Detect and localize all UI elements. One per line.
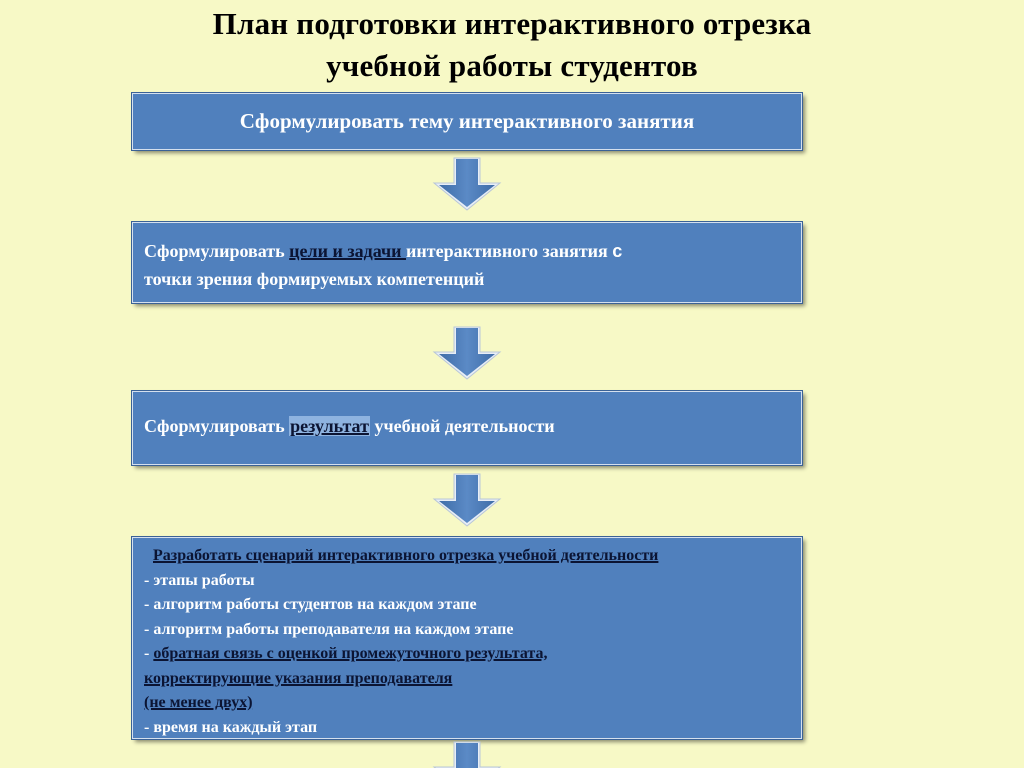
step-1-text: Сформулировать тему интерактивного занят… <box>239 109 695 133</box>
step-2-prefix: Сформулировать <box>144 241 290 261</box>
step-4-last-item: - время на каждый этап <box>144 718 318 736</box>
step-2-highlight: цели и задачи <box>289 241 406 261</box>
step-4-box: Разработать сценарий интерактивного отре… <box>131 536 803 740</box>
step-4-feedback-line-1: обратная связь с оценкой промежуточного … <box>153 645 548 662</box>
step-4-feedback-note: (не менее двух) <box>144 691 791 716</box>
step-2-middle: интерактивного занятия <box>406 241 613 261</box>
step-2-c-letter: с <box>612 241 623 261</box>
step-4-item: - алгоритм работы преподавателя на каждо… <box>144 620 514 638</box>
step-4-feedback-cont: корректирующие указания преподавателя <box>144 667 791 692</box>
step-1-box: Сформулировать тему интерактивного занят… <box>131 92 803 151</box>
step-4-feedback: - обратная связь с оценкой промежуточног… <box>144 642 791 667</box>
step-3-suffix: учебной деятельности <box>369 416 555 436</box>
step-4-heading: Разработать сценарий интерактивного отре… <box>153 547 659 564</box>
step-4-item: - этапы работы <box>144 571 255 589</box>
step-3-highlight: результат <box>289 416 370 436</box>
step-2-box: Сформулировать цели и задачи интерактивн… <box>131 221 803 304</box>
step-4-item: - алгоритм работы студентов на каждом эт… <box>144 596 477 613</box>
page-title-line-2: учебной работы студентов <box>326 48 698 83</box>
step-4-feedback-line-3: (не менее двух) <box>144 694 253 711</box>
down-arrow-icon <box>427 473 507 529</box>
step-4-feedback-dash: - <box>144 645 154 662</box>
down-arrow-icon <box>427 326 507 382</box>
down-arrow-icon <box>427 741 507 768</box>
down-arrow-icon <box>427 157 507 213</box>
step-3-prefix: Сформулировать <box>144 416 290 436</box>
step-3-box: Сформулировать результат учебной деятель… <box>131 390 803 466</box>
page-title-line-1: План подготовки интерактивного отрезка <box>212 6 812 41</box>
step-2-line-2: точки зрения формируемых компетенций <box>144 269 485 289</box>
step-4-feedback-line-2: корректирующие указания преподавателя <box>144 669 453 687</box>
